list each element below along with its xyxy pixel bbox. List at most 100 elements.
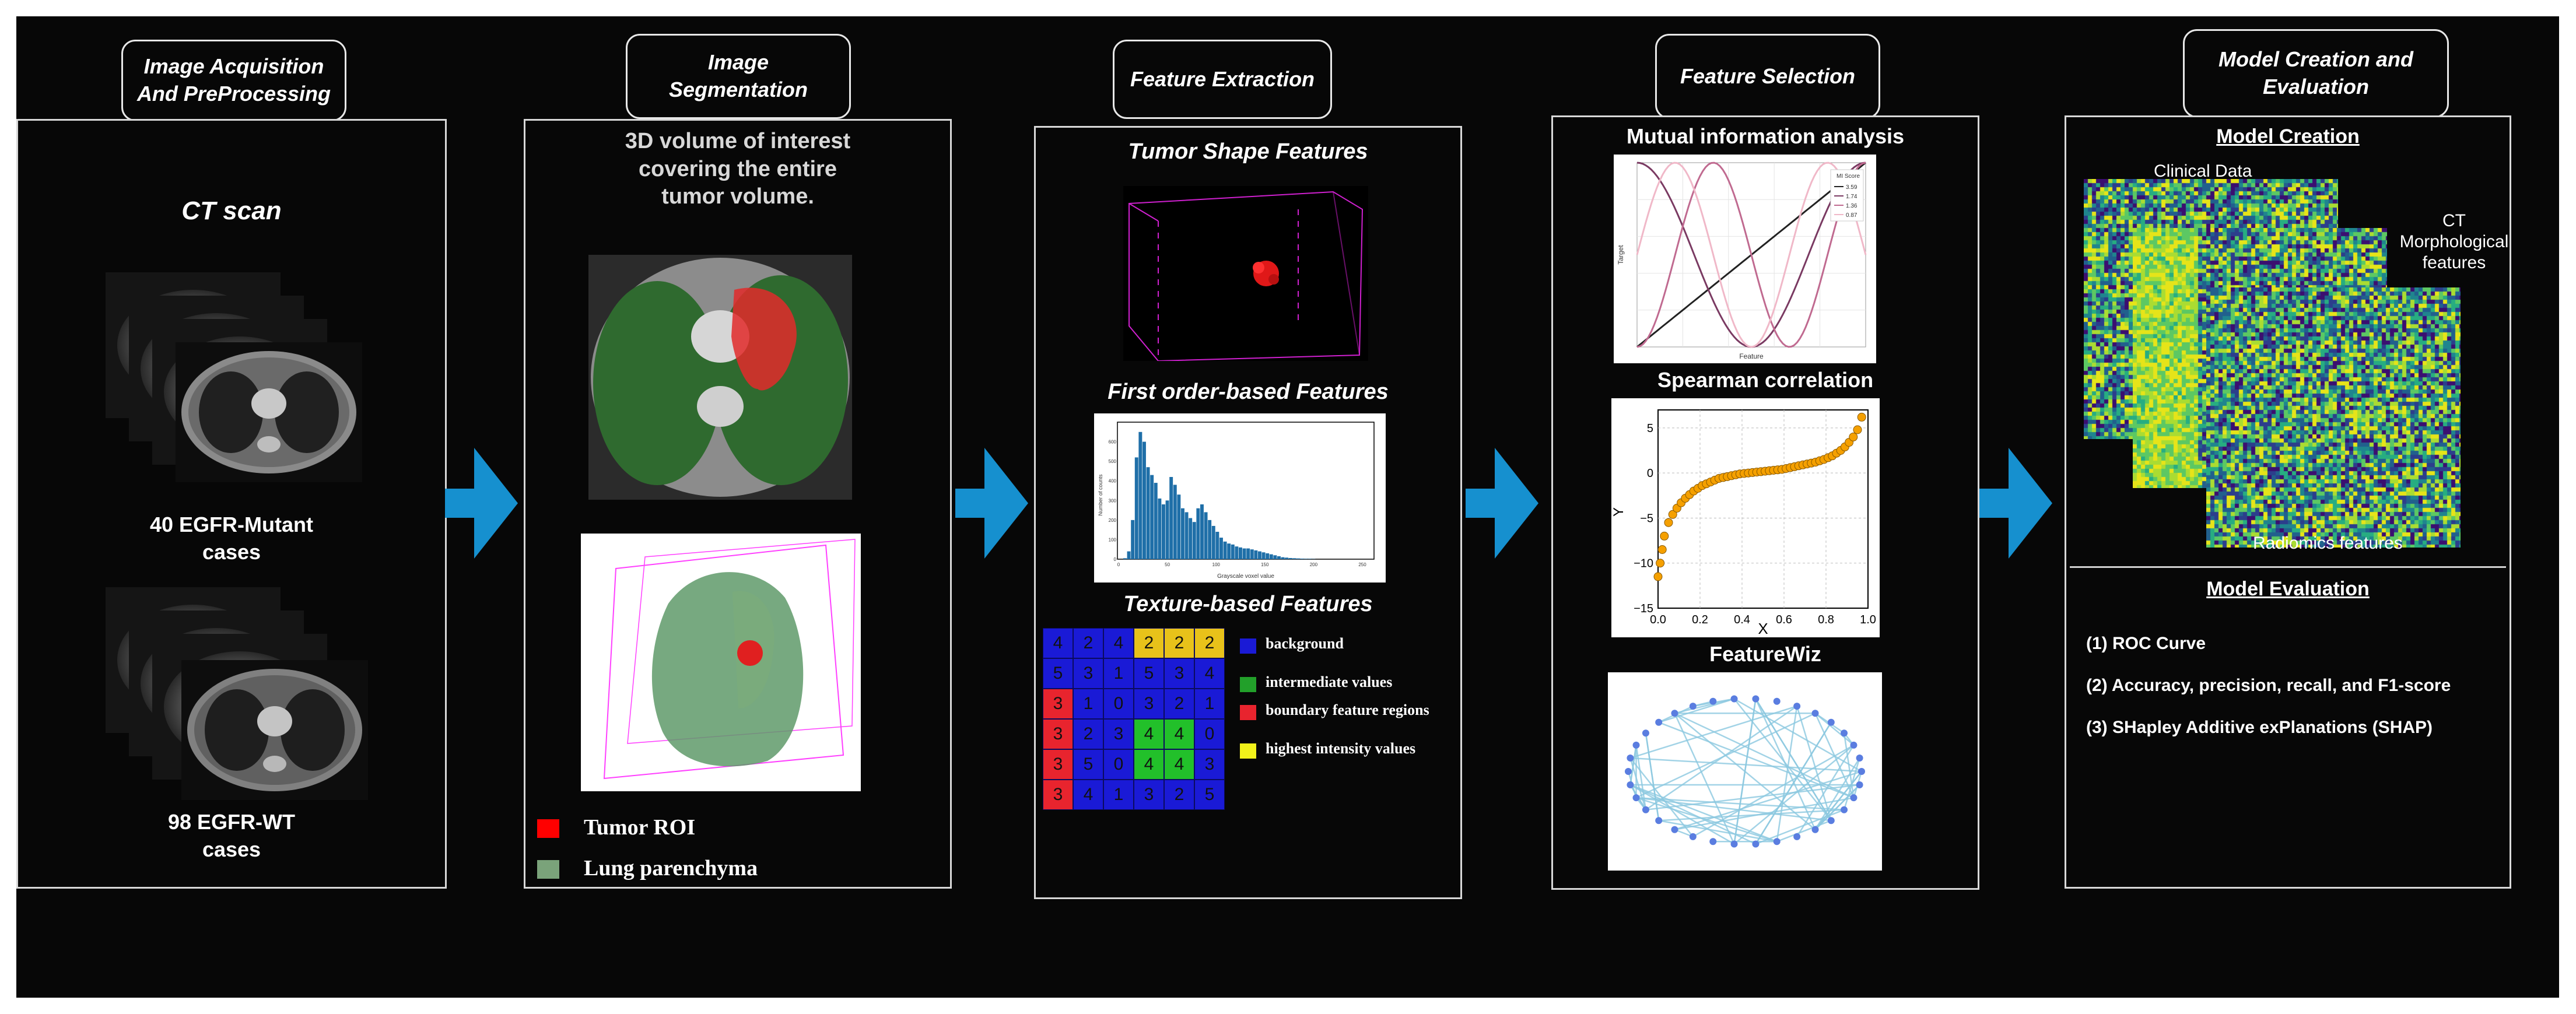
- voi-description: 3D volume of interest covering the entir…: [525, 128, 950, 211]
- histogram-bar: [1196, 508, 1200, 559]
- featurewiz-edge: [1733, 744, 1855, 845]
- acquisition-title-line1: Image Acquisition: [143, 54, 324, 79]
- histogram-xtick: 200: [1310, 562, 1318, 567]
- mutant-cases-line2: cases: [202, 539, 261, 564]
- texture-grid-cell: 4: [1103, 628, 1134, 658]
- texture-legend-highest-label: highest intensity values: [1266, 740, 1416, 757]
- histogram-bar: [1208, 520, 1212, 559]
- featurewiz-edge: [1814, 771, 1862, 830]
- texture-grid-cell: 3: [1134, 780, 1164, 810]
- ct-morph-line1: CT Morphological: [2399, 211, 2509, 251]
- texture-grid-cell: 2: [1164, 689, 1194, 719]
- texture-label: Texture-based Features: [1123, 592, 1373, 616]
- texture-grid-cell: 1: [1103, 780, 1134, 810]
- histogram-bar: [1261, 552, 1266, 559]
- eval-item-roc: (1) ROC Curve: [2086, 634, 2206, 653]
- histogram-bar: [1269, 554, 1273, 559]
- texture-swatch-highest: [1240, 743, 1256, 759]
- texture-grid-cell: 2: [1073, 628, 1103, 658]
- mi-legend-title: MI Score: [1837, 173, 1860, 180]
- featurewiz-node: [1793, 833, 1801, 840]
- ct-slice-front: [181, 660, 368, 800]
- texture-grid-cell: 2: [1194, 628, 1225, 658]
- acquisition-panel: CT scan: [16, 119, 447, 889]
- tumor-shape-3d-box: [1123, 186, 1368, 361]
- texture-grid-cell: 0: [1103, 749, 1134, 780]
- wt-cases-line2: cases: [202, 837, 261, 861]
- histogram-xtick: 250: [1358, 562, 1366, 567]
- tumor-roi-legend-item: Tumor ROI: [537, 815, 887, 844]
- featurewiz-edge: [1630, 757, 1862, 773]
- texture-grid-cell: 2: [1164, 780, 1194, 810]
- wt-cases-label: 98 EGFR-WT cases: [18, 809, 445, 864]
- spearman-xtick: 1.0: [1860, 613, 1876, 626]
- featurewiz-node: [1709, 838, 1717, 845]
- texture-grid-cell: 4: [1073, 780, 1103, 810]
- featurewiz-node: [1827, 718, 1835, 726]
- texture-grid-cell: 3: [1043, 749, 1073, 780]
- featurewiz-node: [1773, 838, 1781, 845]
- 3d-lung-render: [581, 534, 861, 791]
- histogram-bar: [1227, 543, 1231, 559]
- texture-legend-boundary-label: boundary feature regions: [1266, 701, 1429, 718]
- featurewiz-node: [1752, 695, 1760, 703]
- texture-legend-background-label: background: [1266, 635, 1344, 652]
- texture-grid-cell: 2: [1164, 628, 1194, 658]
- selection-title: Feature Selection: [1655, 34, 1880, 119]
- eval-item-shap: (3) SHapley Additive exPlanations (SHAP): [2086, 718, 2433, 737]
- histogram-bar: [1123, 558, 1127, 559]
- texture-grid-cell: 3: [1043, 719, 1073, 749]
- texture-grid-cell: 3: [1043, 780, 1073, 810]
- model-creation-label: Model Creation: [2216, 125, 2360, 148]
- featurewiz-edge: [1796, 745, 1855, 837]
- radiomics-label: Radiomics features: [2253, 534, 2403, 553]
- selection-panel: Mutual information analysis Feature Targ…: [1551, 115, 1979, 890]
- histogram-bar: [1158, 498, 1162, 559]
- segmentation-title: Image Segmentation: [626, 34, 851, 119]
- featurewiz-node: [1793, 703, 1801, 710]
- histogram-ylabel: Number of counts: [1098, 474, 1103, 516]
- histogram-xtick: 100: [1212, 562, 1221, 567]
- acquisition-title-line2: And PreProcessing: [136, 82, 331, 106]
- histogram-bar: [1165, 500, 1169, 559]
- first-order-histogram: Number of counts Grayscale voxel value 0…: [1094, 413, 1386, 583]
- histogram-bar: [1215, 532, 1219, 559]
- spearman-xtick: 0.8: [1818, 613, 1834, 626]
- acquisition-title: Image Acquisition And PreProcessing: [121, 40, 346, 121]
- featurewiz-edge: [1733, 699, 1757, 844]
- clinical-data-label: Clinical Data: [2154, 162, 2252, 181]
- histogram-xtick: 50: [1165, 562, 1170, 567]
- featurewiz-edge: [1658, 721, 1854, 799]
- featurewiz-node: [1858, 768, 1865, 775]
- featurewiz-edge: [1674, 770, 1862, 830]
- model-divider: [2070, 566, 2506, 568]
- featurewiz-edge: [1674, 797, 1854, 830]
- spearman-point: [1657, 545, 1667, 554]
- featurewiz-node: [1642, 729, 1649, 737]
- spearman-label: Spearman correlation: [1657, 368, 1874, 392]
- texture-grid-cell: 3: [1103, 719, 1134, 749]
- histogram-bar: [1258, 551, 1261, 559]
- diagram-canvas: Image Acquisition And PreProcessing CT s…: [16, 16, 2559, 998]
- histogram-bar: [1285, 557, 1289, 559]
- histogram-bar: [1273, 555, 1277, 559]
- histogram-bar: [1204, 512, 1208, 559]
- spearman-xtick: 0.0: [1650, 613, 1666, 626]
- featurewiz-node: [1632, 741, 1640, 749]
- featurewiz-edge: [1814, 757, 1860, 830]
- lung-parenchyma-label: Lung parenchyma: [584, 856, 758, 880]
- histogram-bar: [1288, 557, 1292, 559]
- texture-grid-cell: 0: [1194, 719, 1225, 749]
- featurewiz-edge: [1814, 784, 1860, 830]
- histogram-bar: [1162, 504, 1165, 559]
- featurewiz-node: [1627, 781, 1634, 788]
- flow-arrow-2: [955, 448, 1028, 559]
- histogram-bar: [1181, 508, 1184, 559]
- extraction-panel: Tumor Shape Features First order-based F…: [1034, 126, 1462, 899]
- spearman-xlabel: X: [1758, 620, 1768, 637]
- histogram-bar: [1138, 431, 1142, 559]
- histogram-bar: [1235, 546, 1239, 559]
- featurewiz-node: [1671, 710, 1678, 717]
- histogram-bar: [1239, 547, 1242, 559]
- ct-slice-front: [176, 342, 362, 482]
